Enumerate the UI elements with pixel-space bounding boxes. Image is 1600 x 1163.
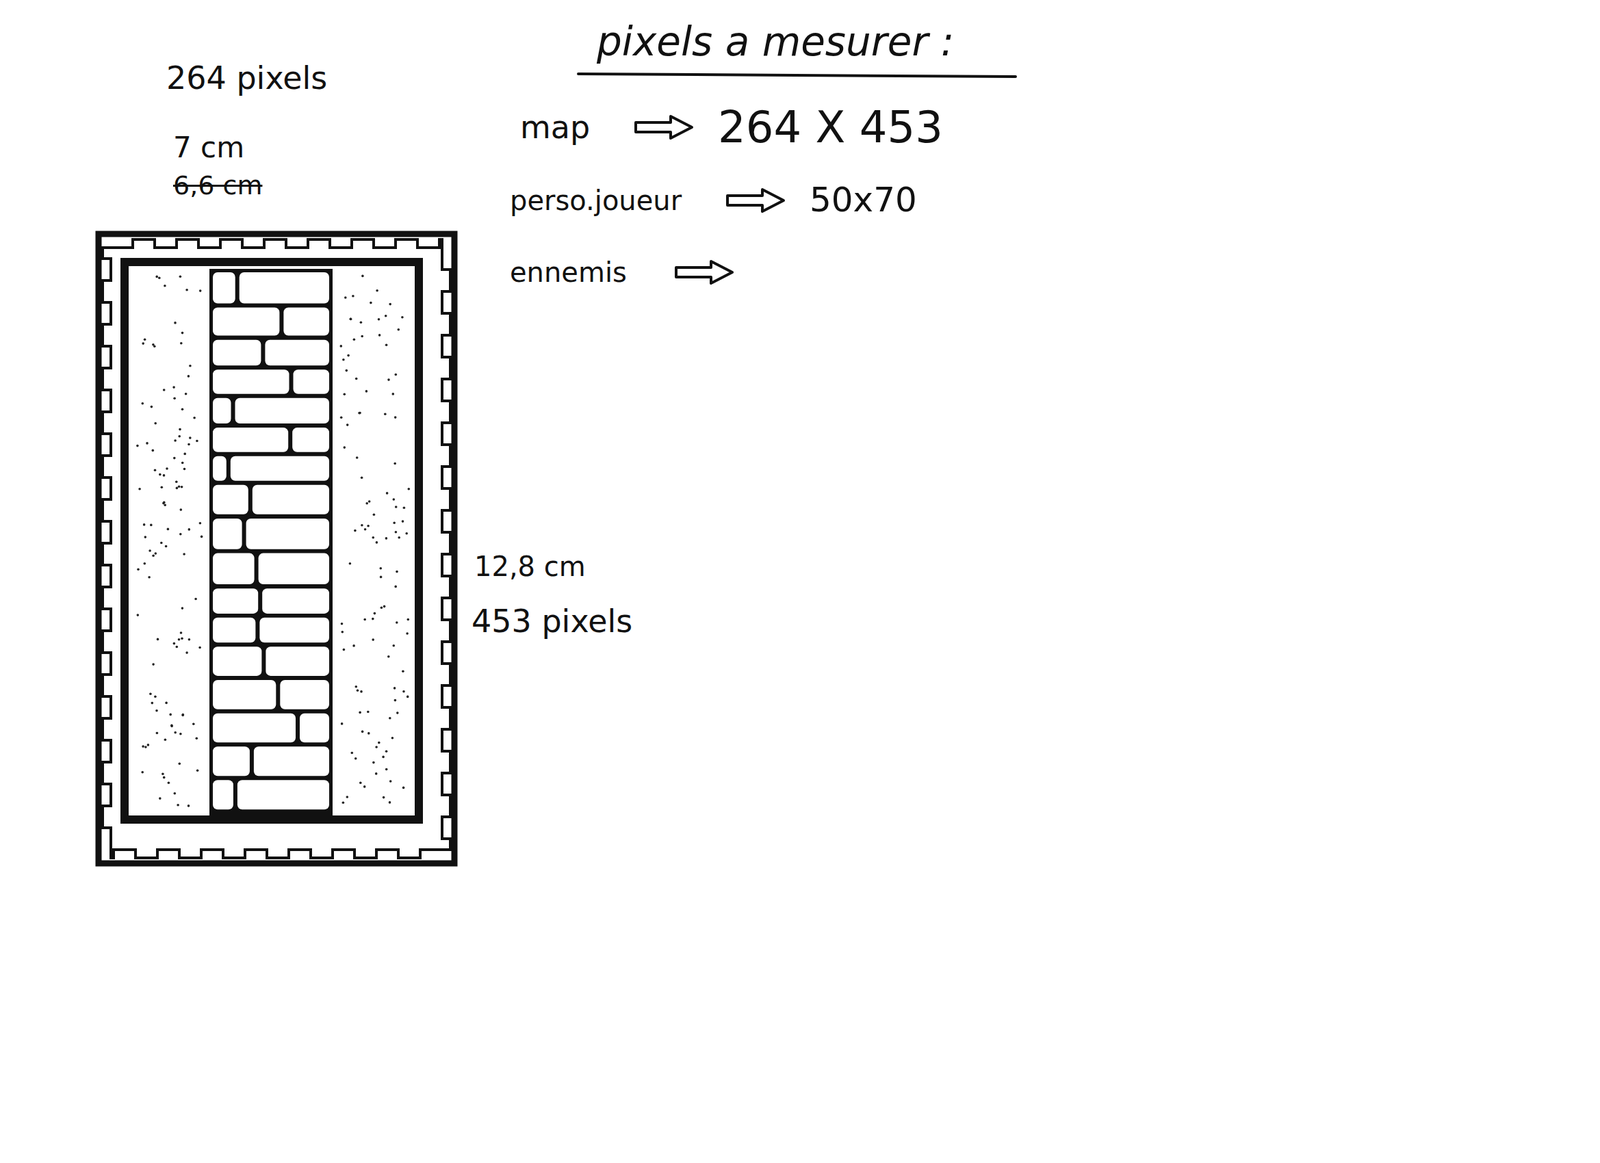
- row-label: map: [520, 109, 590, 146]
- dimension-value: 264 X 453: [717, 102, 944, 154]
- stone-path: [209, 268, 333, 817]
- hollow-arrow: [633, 113, 695, 141]
- map-inner-border: [124, 262, 419, 820]
- sand-dots: [136, 275, 410, 808]
- row-label: ennemis: [509, 256, 627, 289]
- row-label: perso.joueur: [509, 184, 682, 217]
- map-outer-border: [98, 234, 455, 864]
- title: pixels a mesurer :: [596, 19, 954, 66]
- crenellation: [102, 239, 451, 859]
- dimension-note: 453 pixels: [471, 603, 633, 640]
- struck-note: 6,6 cm: [173, 171, 263, 202]
- dimension-value: 50x70: [809, 180, 918, 221]
- hollow-arrow: [673, 258, 735, 287]
- hollow-arrow: [724, 186, 787, 215]
- title-underline: [578, 73, 1016, 77]
- dimension-note: 264 pixels: [166, 60, 328, 97]
- dimension-note: 12,8 cm: [474, 550, 586, 583]
- dimension-note: 7 cm: [173, 131, 245, 165]
